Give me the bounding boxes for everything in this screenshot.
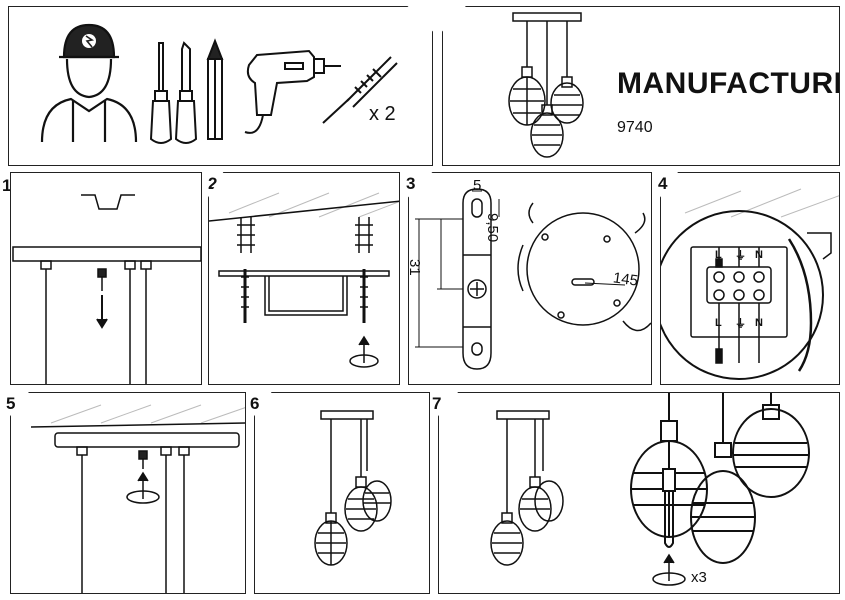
dimension-lines [415,190,500,348]
step-3-number: 3 [406,174,416,193]
step-7-panel: x3 [438,392,840,594]
pendant-lamp-icon [314,410,392,566]
rotate-arrow-icon [349,335,379,368]
step-1-panel [10,172,202,385]
light-bulb-icon [662,468,676,548]
ceiling-plate-icon [517,202,651,332]
wall-anchor-icon [322,56,398,124]
ground-icon-bottom: ⏚ [735,318,746,330]
ground-icon-top: ⏚ [735,250,746,262]
wall-anchor-right-icon [355,217,373,323]
terminal-label-bottom-n: N [755,317,763,329]
pencil-icon [206,38,224,140]
wires [715,247,760,364]
product-panel: MANUFACTURE 9740 [442,6,840,166]
arrow-down-icon [96,295,108,329]
step-5-illustration [30,404,245,593]
step-3-illustration [415,188,651,370]
step-4-number: 4 [658,174,668,193]
rotate-arrow-icon [652,553,686,586]
step-3-panel: 5 9,50 31 58 145 [408,172,652,385]
power-cable [787,238,813,372]
terminal-label-bottom-l: L [715,317,722,329]
pendant-lamp-detail-icon [630,393,810,586]
ceiling-bracket-icon [81,194,135,210]
step-1-number: 1 [2,176,12,195]
tools-illustration [40,23,398,144]
step-6-panel [254,392,430,594]
screw-icon [97,268,107,291]
ceiling-bracket [218,270,390,277]
step-2-panel [208,172,400,385]
bulb-quantity: x3 [691,569,707,586]
ceiling-plate [54,432,240,448]
mounting-bracket-icon [462,188,492,370]
dim-upper: 31 [408,259,423,276]
step-7-illustration [490,393,810,586]
ceiling-plate [12,246,201,262]
step-2-illustration [209,192,399,368]
model-code: 9740 [617,119,653,136]
step-6-number: 6 [250,394,260,413]
step-2-number: 2 [208,174,218,193]
wall-anchor-left-icon [237,217,255,323]
dim-plate: 145 [611,269,640,290]
step-5-panel [10,392,246,594]
step-7-number: 7 [432,394,442,413]
pendant-lamp-small-icon [490,410,564,566]
step-6-illustration [314,410,392,566]
brand-title: MANUFACTURE [617,67,840,100]
detail-circle [661,210,824,380]
tools-panel: x 2 [8,6,433,166]
rotate-arrow-icon [126,471,160,504]
flathead-screwdriver-icon [149,42,173,144]
step-1-illustration [12,194,201,384]
drill-icon [244,49,341,134]
step-5-number: 5 [6,394,16,413]
screw-icon [138,450,148,469]
installer-icon [40,23,138,143]
step-4-illustration [661,188,839,380]
anchor-quantity: x 2 [369,103,396,125]
terminal-label-top-l: L [715,249,722,261]
terminal-connector-icon [706,266,772,304]
dim-width: 5 [473,177,482,194]
terminal-label-top-n: N [755,249,763,261]
pendant-lamp-icon [508,12,584,158]
product-illustration [508,12,584,158]
phillips-screwdriver-icon [174,41,198,144]
step-4-panel: L ⏚ N L ⏚ N [660,172,840,385]
dim-hole: 9,50 [484,213,501,243]
